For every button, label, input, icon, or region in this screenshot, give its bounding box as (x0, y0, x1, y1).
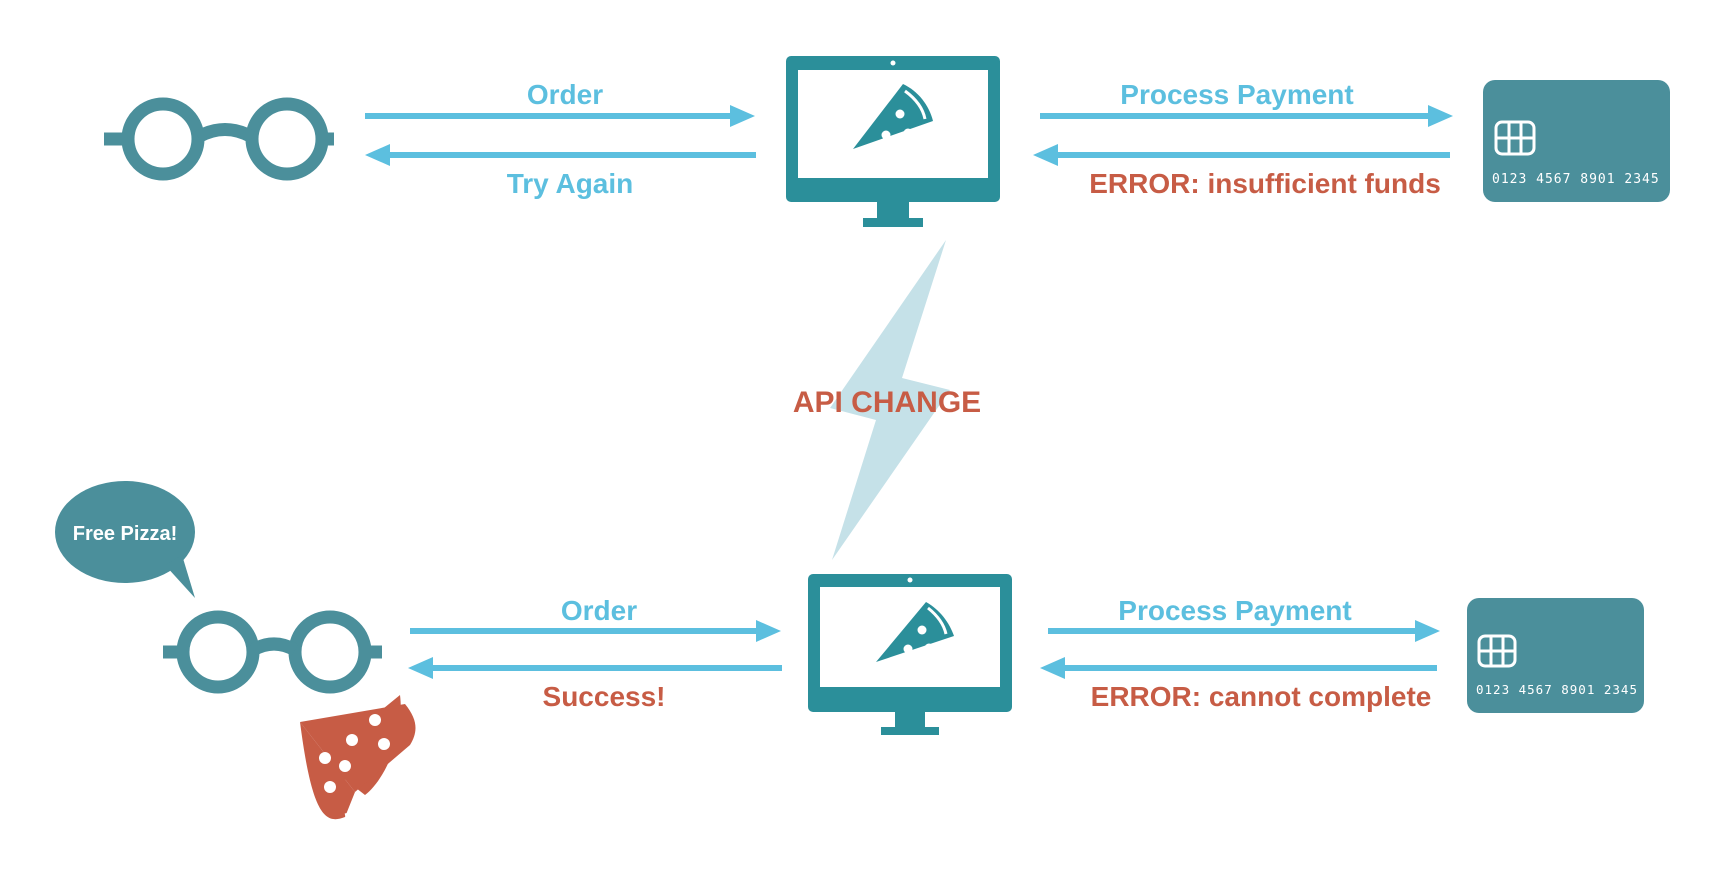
speech-bubble-text: Free Pizza! (73, 523, 177, 545)
try-again-label: Try Again (507, 168, 634, 199)
pizza-slice-icon (853, 84, 933, 149)
error-label: ERROR: insufficient funds (1089, 168, 1441, 199)
pizza-slices-icon (300, 695, 416, 820)
process-payment-arrow (1040, 105, 1453, 127)
glasses-icon (163, 610, 382, 694)
pizza-slice-icon (876, 602, 954, 662)
order-arrow (410, 620, 781, 642)
monitor-icon (808, 574, 1012, 735)
order-label: Order (561, 595, 637, 626)
success-arrow (408, 657, 782, 679)
order-label: Order (527, 79, 603, 110)
error-arrow (1040, 657, 1437, 679)
error-label: ERROR: cannot complete (1091, 681, 1432, 712)
speech-bubble-icon: Free Pizza! (55, 481, 195, 598)
api-change-label: API CHANGE (793, 386, 981, 419)
credit-card-icon: 0123 4567 8901 2345 (1467, 598, 1644, 713)
process-payment-arrow (1048, 620, 1440, 642)
order-arrow (365, 105, 755, 127)
glasses-icon (104, 97, 334, 181)
card-number: 0123 4567 8901 2345 (1492, 172, 1660, 187)
lightning-bolt-icon (830, 240, 950, 560)
success-label: Success! (543, 681, 666, 712)
process-payment-label: Process Payment (1120, 79, 1353, 110)
try-again-arrow (365, 144, 756, 166)
monitor-icon (786, 56, 1000, 227)
error-arrow (1033, 144, 1450, 166)
card-number: 0123 4567 8901 2345 (1476, 682, 1638, 697)
credit-card-icon: 0123 4567 8901 2345 (1483, 80, 1670, 202)
process-payment-label: Process Payment (1118, 595, 1351, 626)
